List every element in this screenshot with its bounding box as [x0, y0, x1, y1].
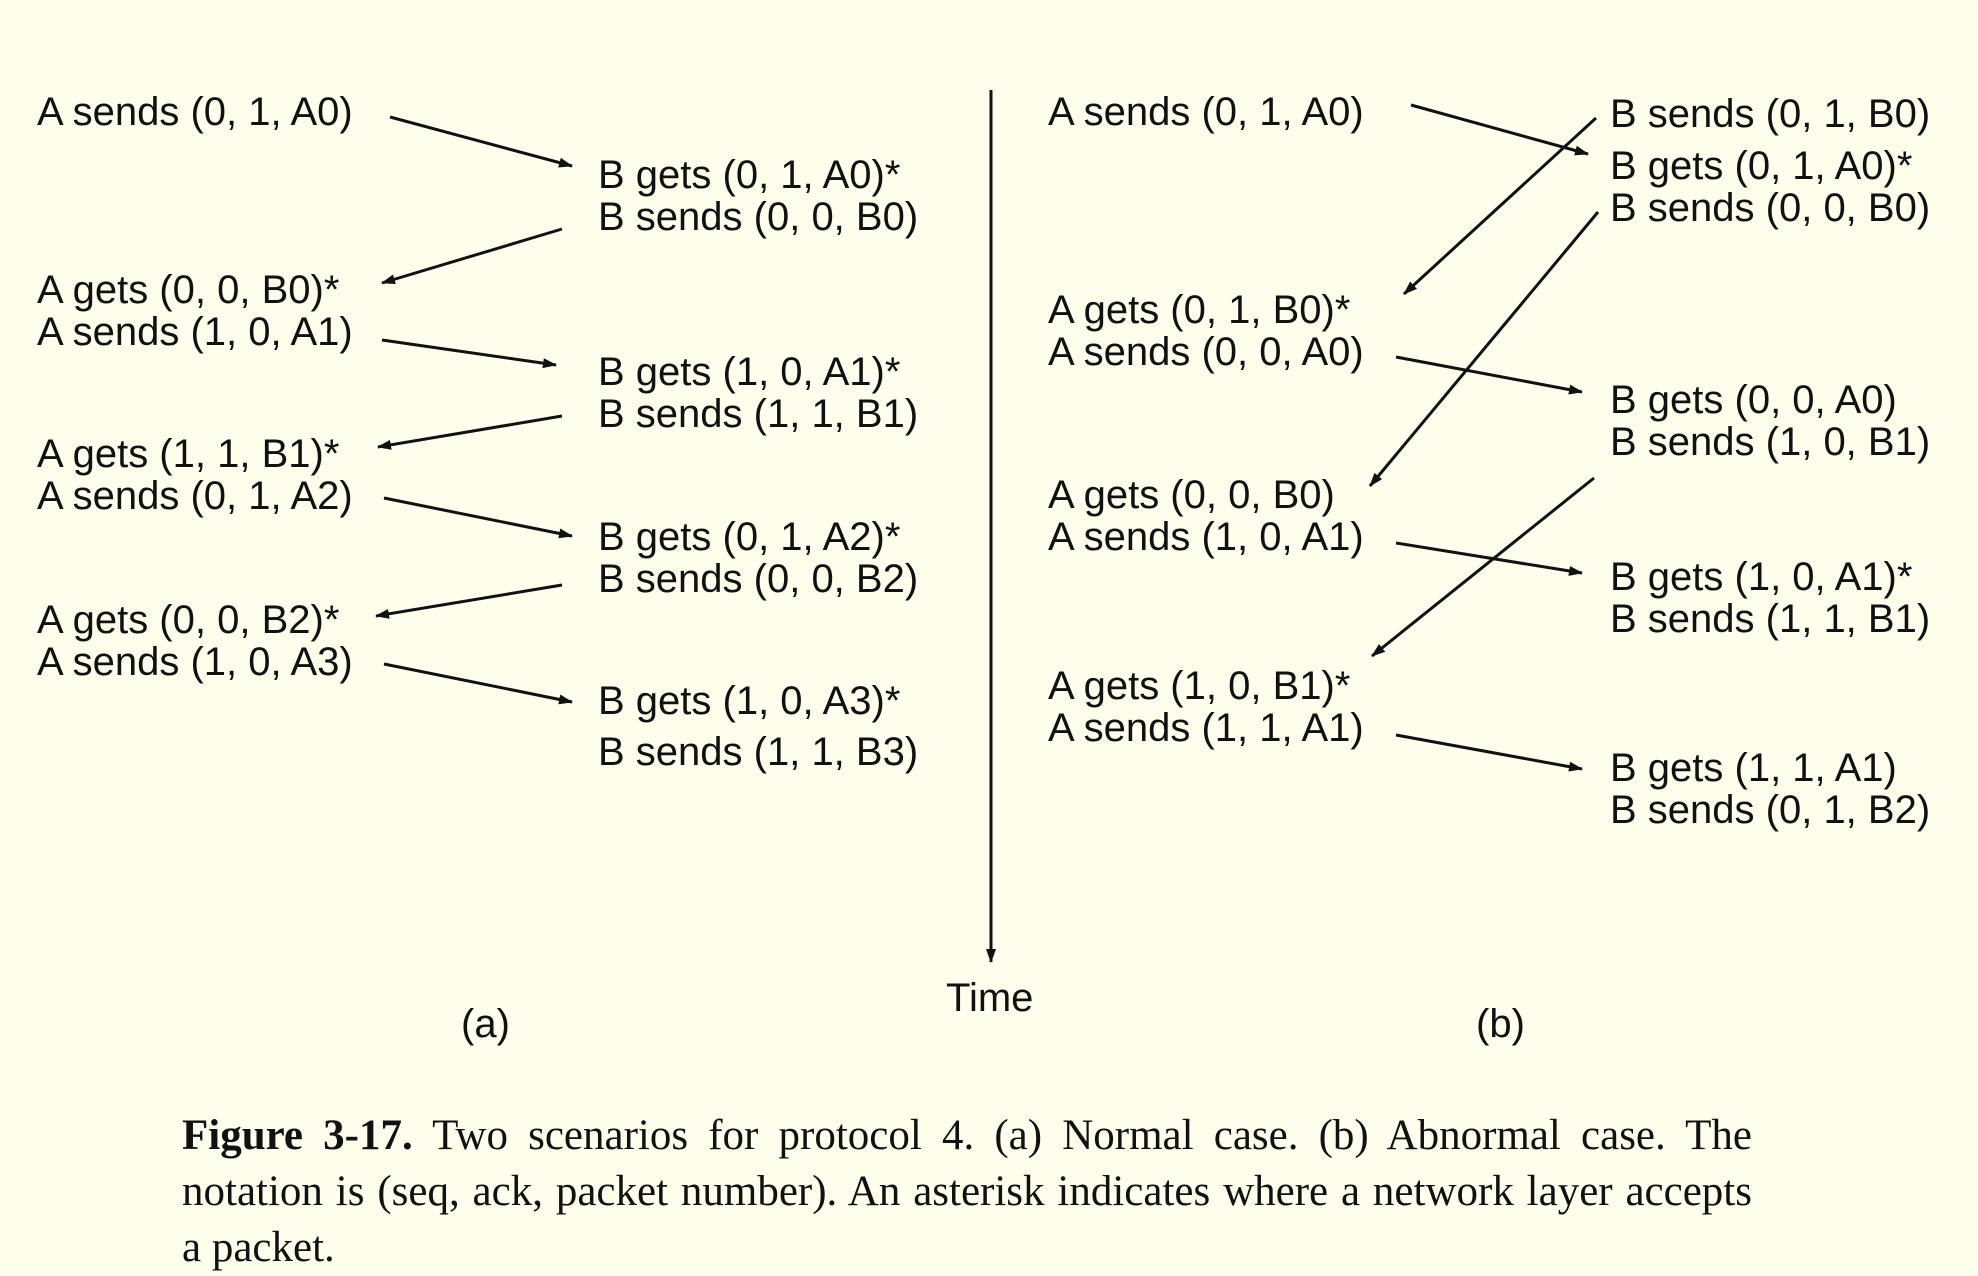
a-label-1: A sends (0, 1, A0)	[37, 90, 353, 134]
arrow-b-2	[1402, 116, 1598, 296]
arrow-a-4	[377, 414, 563, 450]
b-label-b-7: B sends (1, 1, B1)	[1610, 597, 1931, 641]
a-label-b-6: A gets (1, 0, B1)*	[1048, 664, 1351, 708]
b-label-b-5: B sends (1, 0, B1)	[1610, 420, 1931, 464]
arrow-b-3	[1395, 355, 1583, 395]
a-label-b-5: A sends (1, 0, A1)	[1048, 515, 1364, 559]
a-label-b-7: A sends (1, 1, A1)	[1048, 706, 1364, 750]
figure-caption-text: Two scenarios for protocol 4. (a) Normal…	[182, 1112, 1752, 1271]
b-label-b-4: B gets (0, 0, A0)	[1610, 378, 1897, 422]
time-axis-label: Time	[946, 976, 1034, 1020]
figure-caption-label: Figure 3-17.	[182, 1112, 413, 1159]
a-label-b-1: A sends (0, 1, A0)	[1048, 90, 1364, 134]
b-label-3: B gets (1, 0, A1)*	[598, 350, 901, 394]
a-label-2: A gets (0, 0, B0)*	[37, 268, 340, 312]
arrow-b-5	[1395, 541, 1583, 576]
b-label-b-8: B gets (1, 1, A1)	[1610, 746, 1897, 790]
a-label-b-4: A gets (0, 0, B0)	[1048, 473, 1335, 517]
b-label-7: B gets (1, 0, A3)*	[598, 679, 901, 723]
arrow-a-3	[381, 338, 557, 369]
arrow-a-1	[389, 115, 573, 168]
arrow-a-6	[375, 583, 563, 619]
a-label-3: A sends (1, 0, A1)	[37, 310, 353, 354]
a-label-7: A sends (1, 0, A3)	[37, 640, 353, 684]
b-label-8: B sends (1, 1, B3)	[598, 730, 919, 774]
arrow-b-6	[1371, 476, 1595, 658]
a-label-b-2: A gets (0, 1, B0)*	[1048, 288, 1351, 332]
b-label-b-9: B sends (0, 1, B2)	[1610, 788, 1931, 832]
b-label-4: B sends (1, 1, B1)	[598, 392, 919, 436]
arrow-b-7	[1395, 733, 1583, 772]
panel-b-tag: (b)	[1476, 1002, 1525, 1046]
b-label-b-6: B gets (1, 0, A1)*	[1610, 555, 1913, 599]
b-label-b-2: B gets (0, 1, A0)*	[1610, 144, 1913, 188]
a-label-4: A gets (1, 1, B1)*	[37, 432, 340, 476]
b-label-b-1: B sends (0, 1, B0)	[1610, 92, 1931, 136]
arrow-b-4	[1368, 211, 1600, 487]
a-label-5: A sends (0, 1, A2)	[37, 474, 353, 518]
b-label-1: B gets (0, 1, A0)*	[598, 153, 901, 197]
arrow-a-5	[383, 496, 573, 539]
b-label-2: B sends (0, 0, B0)	[598, 195, 919, 239]
b-label-b-3: B sends (0, 0, B0)	[1610, 186, 1931, 230]
arrow-a-2	[381, 227, 563, 285]
a-label-b-3: A sends (0, 0, A0)	[1048, 330, 1364, 374]
arrow-b-1	[1410, 103, 1589, 156]
panel-a-tag: (a)	[461, 1002, 510, 1046]
b-label-6: B sends (0, 0, B2)	[598, 557, 919, 601]
figure-caption: Figure 3-17. Two scenarios for protocol …	[182, 1108, 1752, 1276]
a-label-6: A gets (0, 0, B2)*	[37, 598, 340, 642]
b-label-5: B gets (0, 1, A2)*	[598, 515, 901, 559]
arrow-a-7	[383, 662, 573, 705]
